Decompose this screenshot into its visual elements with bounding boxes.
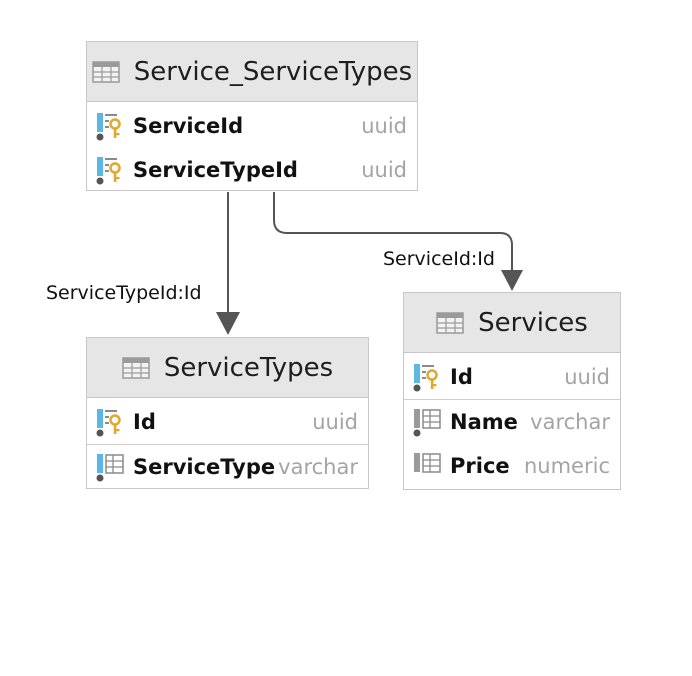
- column-row[interactable]: ServiceType varchar: [87, 445, 368, 489]
- table-header[interactable]: Services: [404, 293, 620, 353]
- column-type: numeric: [523, 454, 610, 478]
- table-servicetypes[interactable]: ServiceTypes Id uuid ServiceType varchar: [86, 337, 369, 489]
- key-divider: [404, 399, 620, 400]
- column-type: uuid: [564, 365, 610, 389]
- column-type: uuid: [361, 158, 407, 182]
- column-name: Price: [450, 454, 510, 478]
- column-name: ServiceId: [133, 114, 244, 138]
- column-name: ServiceType: [133, 455, 276, 479]
- table-title: Services: [478, 307, 588, 338]
- service-link-label: ServiceId:Id: [383, 248, 495, 270]
- column-row[interactable]: Id uuid: [404, 355, 620, 399]
- column-row[interactable]: ServiceId uuid: [87, 104, 417, 148]
- table-icon: [92, 60, 120, 83]
- column-type: uuid: [361, 114, 407, 138]
- primary-foreign-key-icon: [96, 113, 121, 141]
- column-row[interactable]: ServiceTypeId uuid: [87, 148, 417, 192]
- table-icon: [122, 356, 150, 379]
- table-services[interactable]: Services Id uuid Name varchar: [403, 292, 621, 490]
- column-name: Name: [450, 410, 518, 434]
- table-header[interactable]: Service_ServiceTypes: [87, 42, 417, 102]
- column-name: Id: [133, 410, 156, 434]
- key-divider: [87, 444, 368, 445]
- table-icon: [436, 311, 464, 334]
- column-type: uuid: [312, 410, 358, 434]
- primary-key-icon: [96, 409, 121, 437]
- table-title: Service_ServiceTypes: [133, 56, 413, 87]
- primary-key-icon: [413, 364, 438, 392]
- table-title: ServiceTypes: [163, 352, 334, 383]
- column-icon: [96, 454, 124, 482]
- column-type: varchar: [530, 410, 610, 434]
- column-row[interactable]: Name varchar: [404, 400, 620, 444]
- column-row[interactable]: Id uuid: [87, 400, 368, 444]
- service-link-line: [273, 192, 513, 275]
- column-icon: [414, 453, 441, 473]
- table-header[interactable]: ServiceTypes: [87, 338, 368, 398]
- service-link-arrowhead: [501, 270, 523, 291]
- servicetype-link-arrowhead: [216, 312, 240, 335]
- primary-foreign-key-icon: [96, 157, 121, 185]
- column-name: ServiceTypeId: [133, 158, 298, 182]
- column-row[interactable]: Price numeric: [404, 444, 620, 488]
- column-type: varchar: [278, 455, 358, 479]
- servicetype-link-label: ServiceTypeId:Id: [46, 282, 202, 304]
- column-icon: [413, 409, 441, 437]
- column-name: Id: [450, 365, 473, 389]
- table-service-servicetypes[interactable]: Service_ServiceTypes ServiceId uuid Serv…: [86, 41, 418, 191]
